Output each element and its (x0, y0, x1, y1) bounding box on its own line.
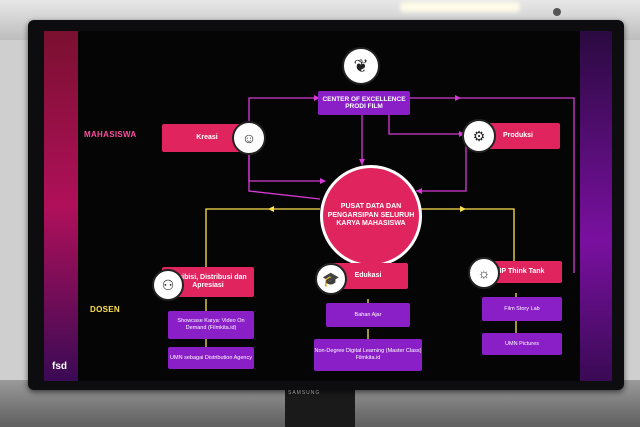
line-produksi-center (416, 144, 467, 192)
center-of-excellence-box: CENTER OF EXCELLENCE PRODI FILM (318, 91, 410, 115)
monitor-brand: SAMSUNG (288, 390, 321, 396)
right-accent-bar (580, 31, 612, 381)
laurel-wreath-icon: ❦ (342, 47, 380, 85)
sub-item-umn-pictures: UMN Pictures (482, 333, 562, 355)
line-exhibisi-center (205, 208, 320, 273)
sub-item-showcase: Showcase Karya: Video On Demand (Filmkit… (168, 311, 254, 339)
sub-item-distribution: UMN sebagai Distribution Agency (168, 347, 254, 369)
wall-device (553, 8, 561, 16)
presentation-slide: MAHASISWA DOSEN ❦ CENTER OF EXCELLENCE P… (44, 31, 612, 381)
pusat-data-circle: PUSAT DATA DAN PENGARSIPAN SELURUH KARYA… (320, 165, 422, 267)
lightbulb-icon: ☼ (468, 257, 500, 289)
network-icon: ⚇ (152, 269, 184, 301)
film-reel-icon: ⚙ (462, 119, 496, 153)
sub-item-non-degree: Non-Degree Digital Learning (Master Clas… (314, 339, 422, 371)
fsd-logo: fsd (52, 361, 67, 372)
line-cof-produksi (388, 115, 466, 135)
sub-item-film-story-lab: Film Story Lab (482, 297, 562, 321)
line-cof-right (410, 97, 575, 273)
line-ip-center (416, 208, 515, 261)
connector-lines (205, 95, 575, 347)
label-dosen: DOSEN (90, 305, 120, 314)
left-accent-bar (44, 31, 78, 381)
line-kreasi-center (248, 138, 321, 200)
ip-think-tank-box: IP Think Tank (482, 261, 562, 283)
sub-item-bahan-ajar: Bahan Ajar (326, 303, 410, 327)
label-mahasiswa: MAHASISWA (84, 130, 137, 139)
head-lightbulb-icon: ☺ (232, 121, 266, 155)
ceiling-light (400, 2, 520, 12)
graduation-cap-icon: 🎓 (315, 263, 347, 295)
